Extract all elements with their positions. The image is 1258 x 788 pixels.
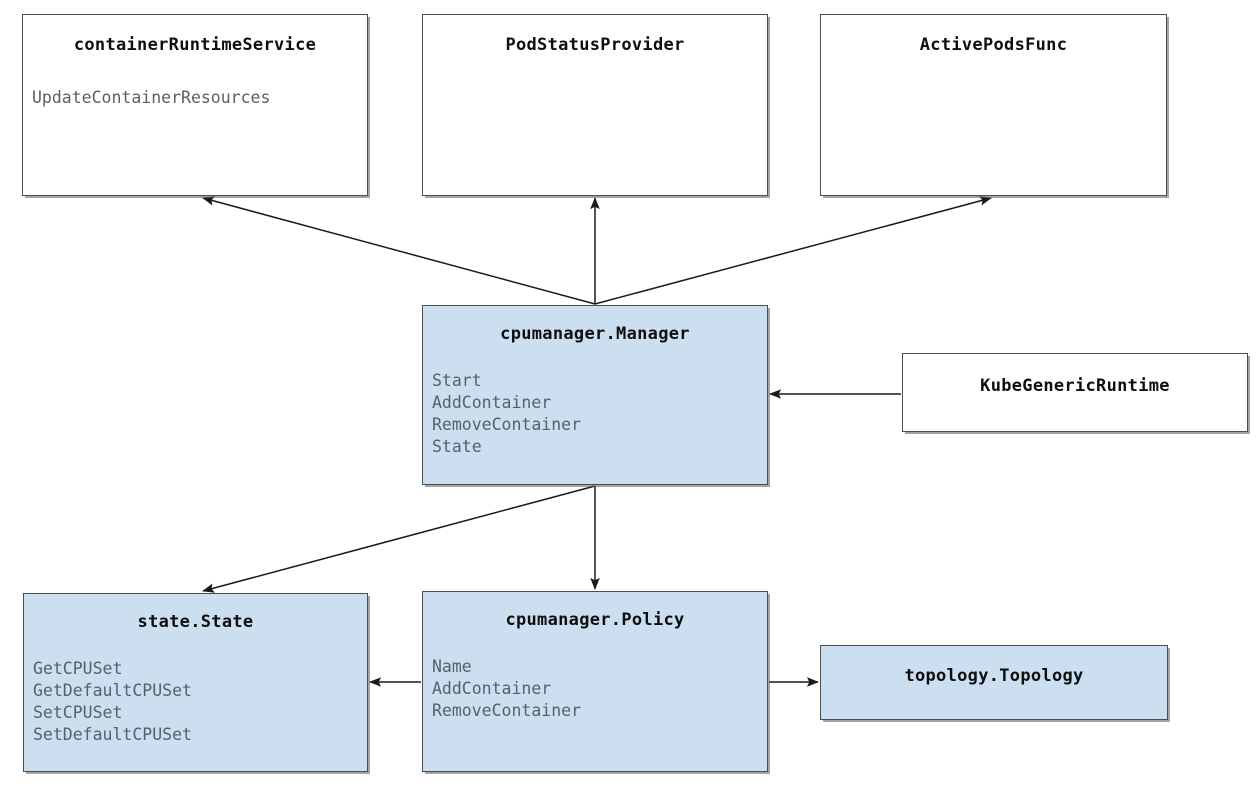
method-item: RemoveContainer [432, 701, 582, 720]
method-item: AddContainer [432, 679, 552, 698]
node-title: cpumanager.Manager [500, 324, 690, 344]
node-KubeGenericRuntime[interactable]: KubeGenericRuntime [902, 353, 1248, 432]
edge-manager-to-stateState [202, 485, 596, 593]
method-item: SetDefaultCPUSet [33, 725, 192, 744]
node-title: PodStatusProvider [505, 35, 685, 55]
node-ActivePodsFunc[interactable]: ActivePodsFunc [820, 14, 1167, 196]
node-title: cpumanager.Policy [505, 610, 685, 630]
node-topologyTopology[interactable]: topology.Topology [820, 645, 1168, 720]
method-item: GetDefaultCPUSet [33, 681, 192, 700]
edge-manager-to-containerRuntimeService [202, 196, 596, 305]
node-method-list: UpdateContainerResources [32, 87, 270, 109]
method-item: AddContainer [432, 393, 552, 412]
node-title: topology.Topology [904, 666, 1084, 686]
node-title: state.State [137, 612, 254, 632]
method-item: SetCPUSet [33, 703, 123, 722]
edge-manager-to-activePodsFunc [594, 196, 992, 305]
method-item: Start [432, 371, 482, 390]
node-PodStatusProvider[interactable]: PodStatusProvider [422, 14, 768, 196]
method-item: GetCPUSet [33, 659, 123, 678]
method-item: RemoveContainer [432, 415, 582, 434]
node-title: containerRuntimeService [73, 35, 317, 55]
method-item: Name [432, 657, 472, 676]
method-item: UpdateContainerResources [32, 88, 271, 107]
node-title: KubeGenericRuntime [980, 376, 1170, 396]
method-item: State [432, 437, 482, 456]
node-title: ActivePodsFunc [919, 35, 1068, 55]
